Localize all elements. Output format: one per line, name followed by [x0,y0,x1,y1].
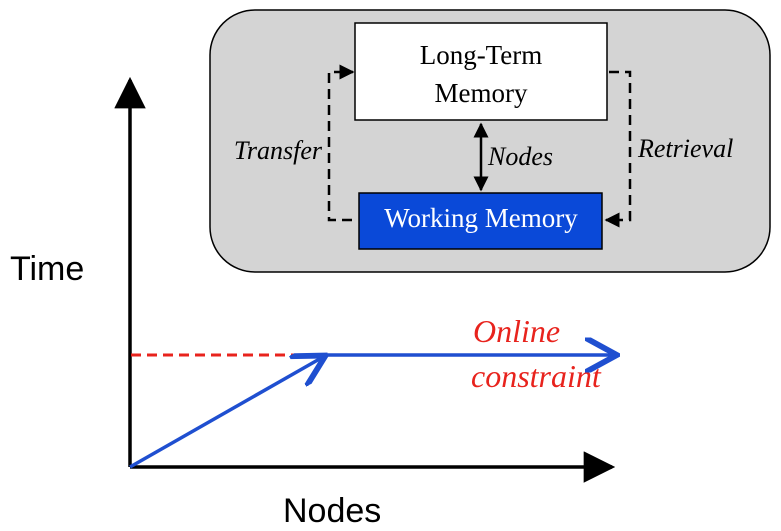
long-term-memory-label-line2: Memory [435,78,528,108]
retrieval-label: Retrieval [637,134,733,163]
long-term-memory-box [354,22,608,121]
online-constraint-label-line2: constraint [471,358,602,394]
working-memory-box [358,192,603,250]
online-constraint-label-line1: Online [473,313,560,349]
nodes-arrow-label: Nodes [487,142,553,171]
x-axis-label: Nodes [283,492,381,530]
axes: Time Nodes [10,76,616,530]
y-axis-label: Time [10,250,84,288]
retrieval-path [604,70,632,228]
growth-line-rising [129,357,323,469]
working-memory-label: Working Memory [384,203,578,233]
memory-panel: Long-Term Memory Working Memory Nodes Tr… [209,9,771,273]
transfer-label: Transfer [234,136,323,165]
long-term-memory-label-line1: Long-Term [420,40,543,70]
transfer-path [327,64,355,222]
